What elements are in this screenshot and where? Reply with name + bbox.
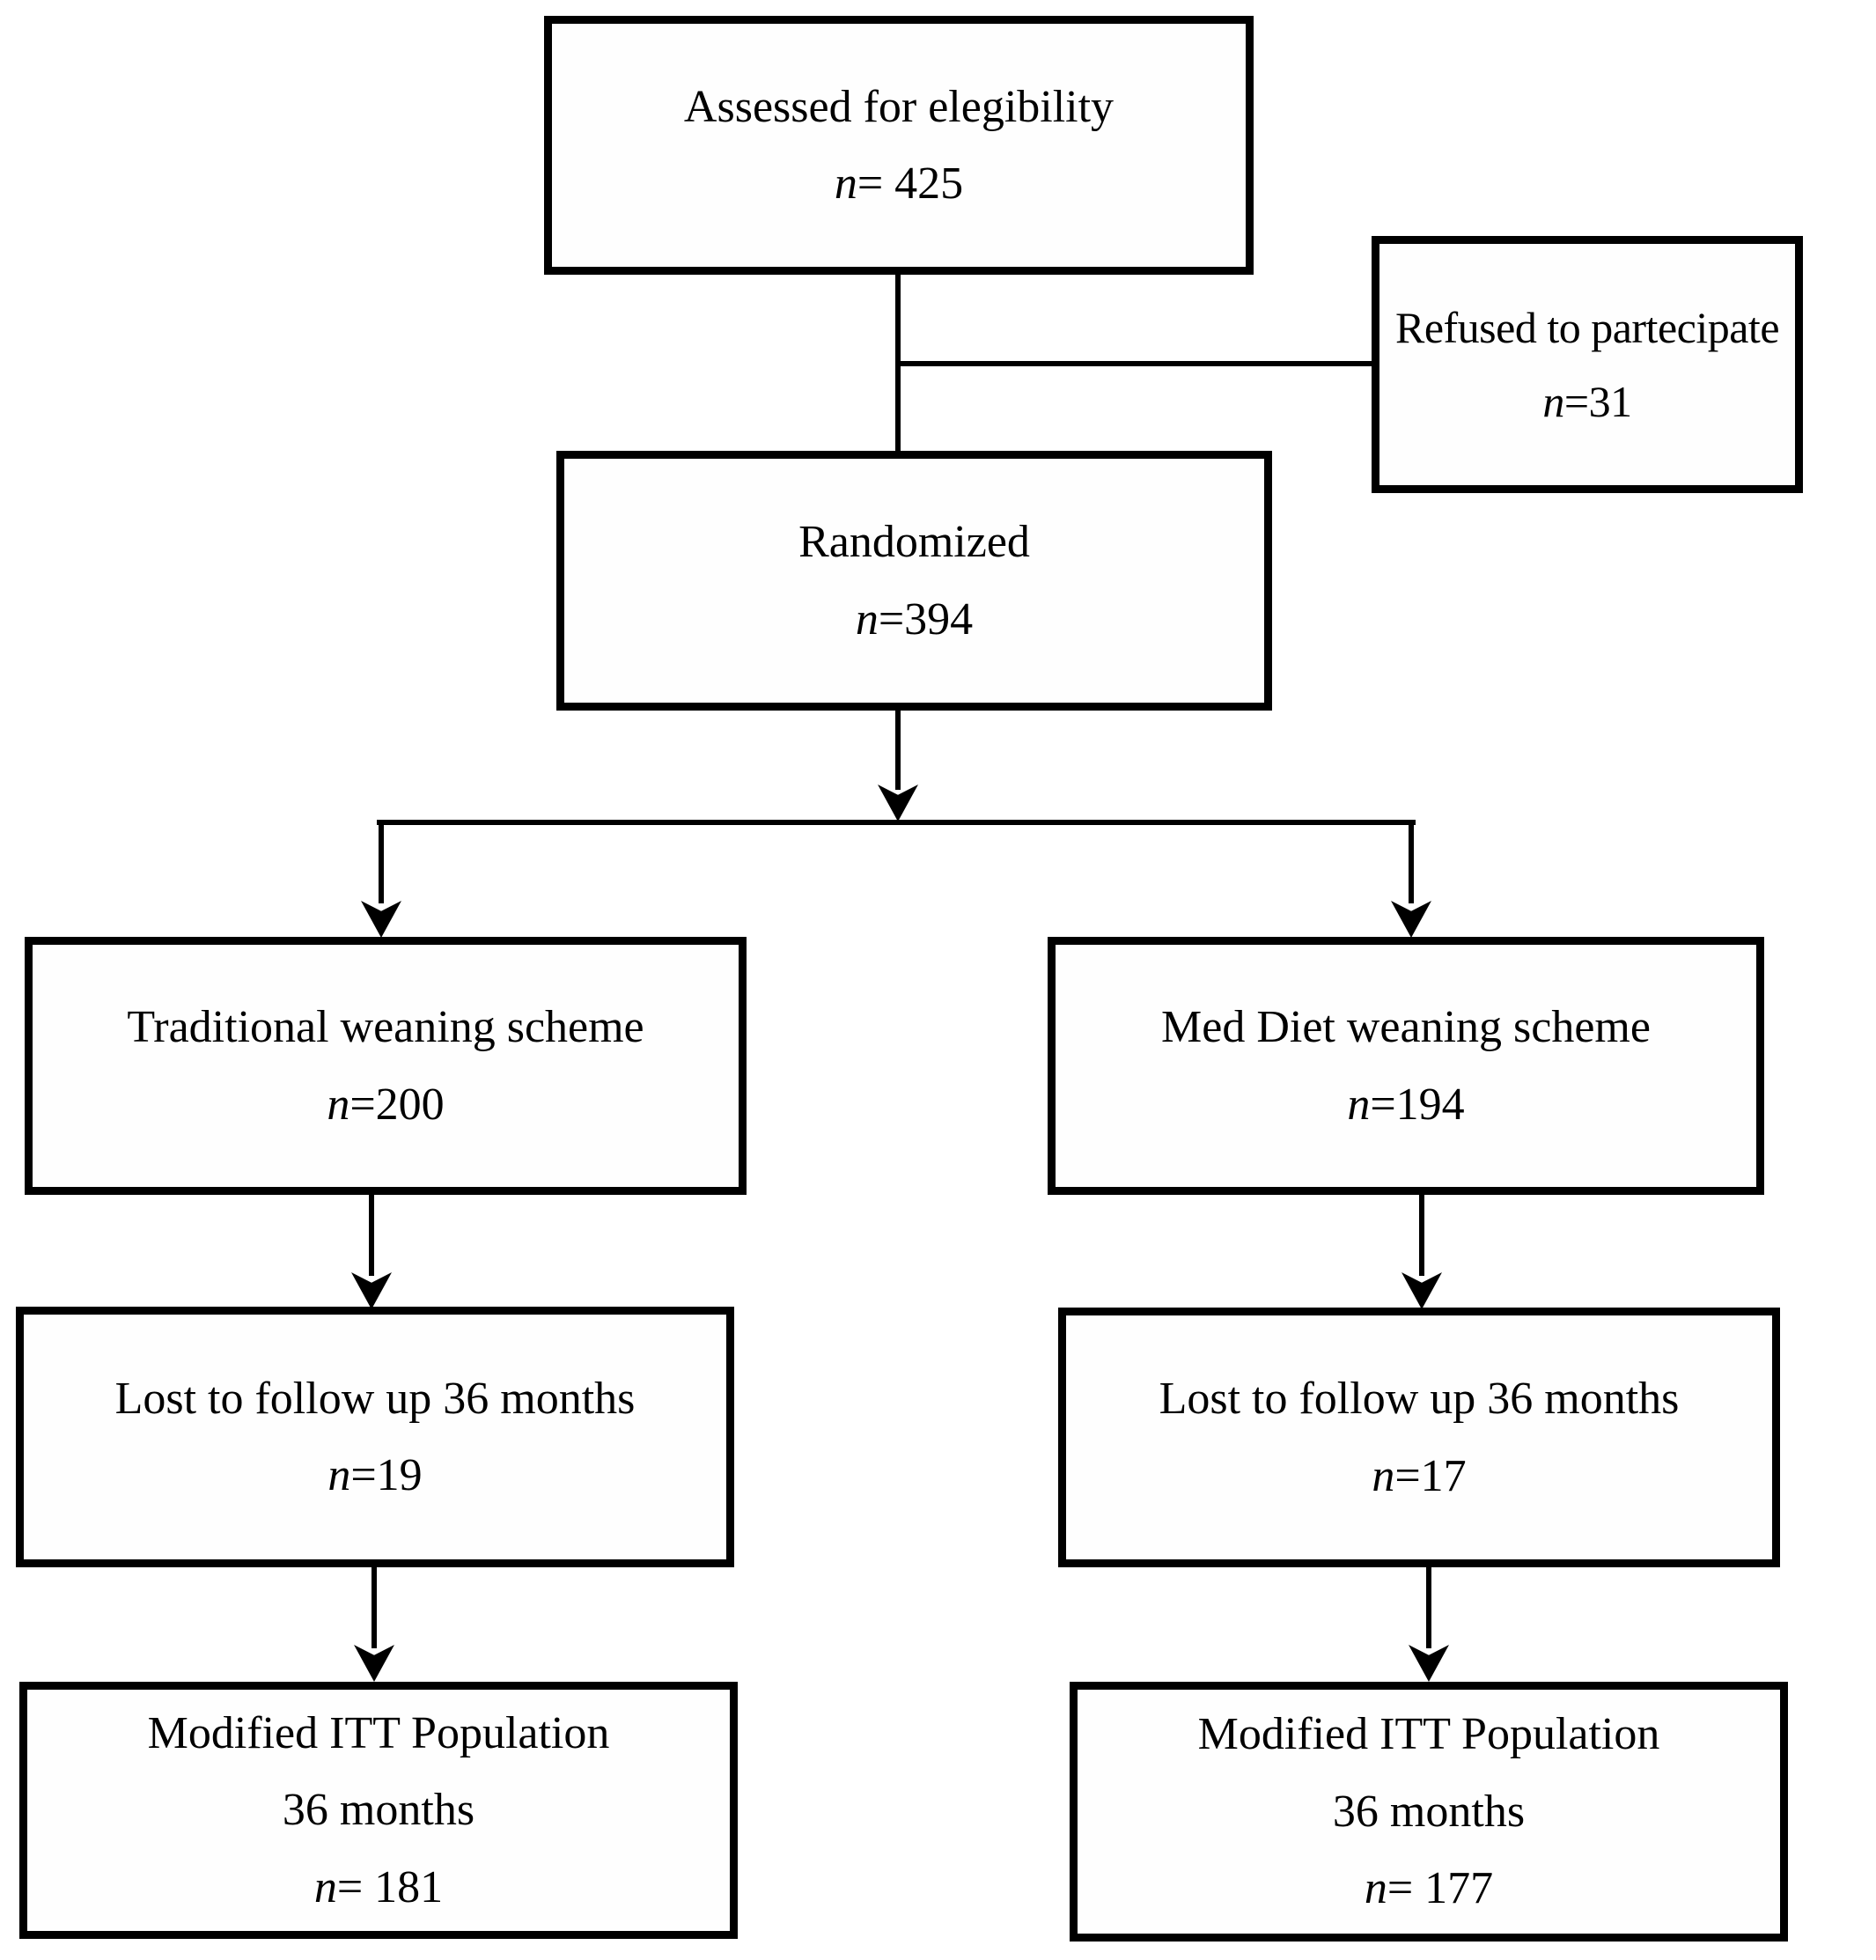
arrowhead-randomized-to-split [878,785,918,822]
box-mitt-traditional-label: Modified ITT Population [147,1707,610,1758]
box-lost-to-follow-up-med-diet: Lost to follow up 36 months n=17 [1058,1308,1780,1567]
box-refused-label: Refused to partecipate [1394,303,1780,352]
box-traditional-weaning-scheme: Traditional weaning scheme n=200 [25,937,747,1195]
connector-lost-to-mitt-traditional [372,1563,377,1648]
box-lost-traditional-label: Lost to follow up 36 months [114,1373,636,1424]
connector-med-diet-to-lost [1419,1190,1424,1276]
box-med-diet-label: Med Diet weaning scheme [1161,1002,1651,1053]
box-mitt-traditional-count: n= 181 [313,1861,444,1912]
box-assessed-count: n= 425 [834,158,964,209]
box-med-diet-count: n=194 [1347,1079,1465,1130]
arrowhead-traditional-to-lost [351,1272,392,1309]
box-randomized-label: Randomized [798,517,1030,568]
box-lost-to-follow-up-traditional: Lost to follow up 36 months n=19 [16,1307,734,1567]
box-randomized-count: n=394 [855,593,974,645]
box-lost-med-diet-label: Lost to follow up 36 months [1159,1374,1680,1425]
connector-traditional-to-lost [369,1190,374,1276]
connector-lost-to-mitt-med-diet [1426,1563,1431,1648]
box-traditional-label: Traditional weaning scheme [127,1002,644,1053]
box-randomized: Randomized n=394 [556,451,1272,711]
box-assessed-for-eligibility: Assessed for elegibility n= 425 [544,16,1254,275]
box-refused-count: n=31 [1542,377,1632,426]
arrowhead-lost-to-mitt-med-diet [1409,1645,1449,1682]
box-lost-med-diet-count: n=17 [1372,1450,1467,1501]
box-modified-itt-traditional: Modified ITT Population 36 months n= 181 [19,1682,738,1939]
connector-branch-to-refused [895,361,1372,366]
connector-randomized-to-split [895,709,901,790]
connector-split-to-med-diet [1409,822,1414,903]
arrowhead-split-to-med-diet [1391,901,1431,938]
box-traditional-count: n=200 [327,1079,445,1130]
box-modified-itt-med-diet: Modified ITT Population 36 months n= 177 [1070,1682,1788,1942]
box-mitt-med-diet-label: Modified ITT Population [1197,1709,1660,1760]
arrowhead-med-diet-to-lost [1401,1272,1442,1309]
connector-split-to-traditional [379,822,384,903]
split-line [377,820,1416,825]
box-mitt-med-diet-count: n= 177 [1364,1863,1494,1914]
box-assessed-label: Assessed for elegibility [683,81,1115,132]
box-med-diet-weaning-scheme: Med Diet weaning scheme n=194 [1048,937,1764,1195]
arrowhead-split-to-traditional [361,901,401,938]
box-mitt-traditional-sublabel: 36 months [282,1785,475,1836]
arrowhead-lost-to-mitt-traditional [354,1645,394,1682]
box-mitt-med-diet-sublabel: 36 months [1332,1786,1526,1837]
box-refused-to-participate: Refused to partecipate n=31 [1372,236,1803,493]
box-lost-traditional-count: n=19 [327,1450,423,1500]
